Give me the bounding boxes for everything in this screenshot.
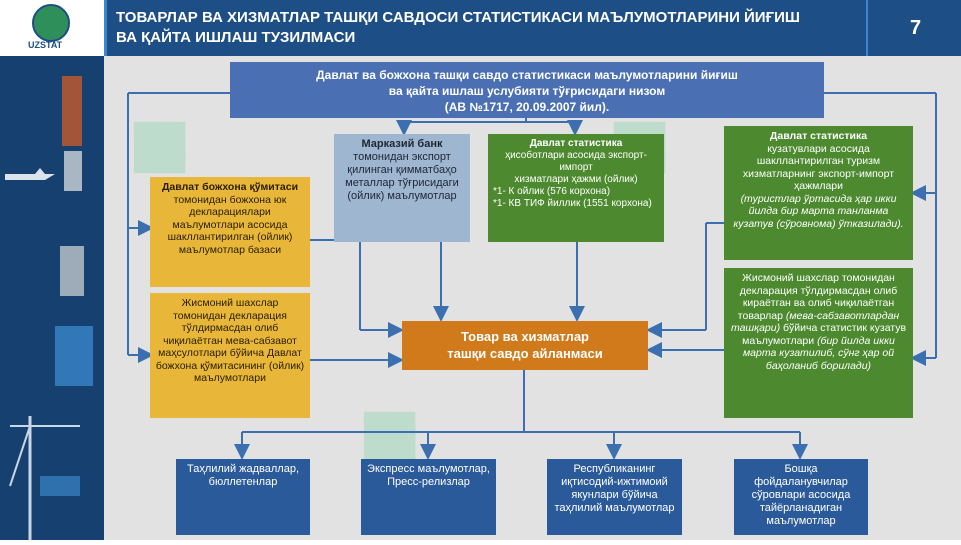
regulation-line-2: ва қайта ишлаш услубияти тўғрисидаги низ… [388,84,666,98]
trade-turnover-box: Товар ва хизматлар ташқи савдо айланмаси [402,321,648,370]
customs-box: Давлат божхона қўмитаси томонидан божхон… [150,177,310,287]
uzstat-logo: UZSTAT [0,0,107,56]
stat-reports-line-4: *1- КВ ТИФ йиллик (1551 корхона) [493,198,652,209]
output-label: Бошқа фойдаланувчилар сўровлари асосида … [751,463,851,527]
trade-turnover-line-2: ташқи савдо айланмаси [447,346,603,361]
output-label: Таҳлилий жадваллар, бюллетенлар [186,463,300,488]
regulation-box: Давлат ва божхона ташқи савдо статистика… [230,62,824,118]
output-box: Экспресс маълумотлар, Пресс-релизлар [361,459,496,535]
stat-tourism-text: кузатувлари асосида шакллантирилган тури… [742,142,895,193]
customs-text: томонидан божхона юк декларациялари маъл… [167,193,293,256]
header-bar [0,0,961,56]
individuals-customs-box: Жисмоний шахслар томонидан декларация тў… [150,293,310,418]
central-bank-title: Марказий банк [361,138,443,150]
stat-tourism-title: Давлат статистика [769,130,868,142]
output-label: Республиканинг иқтисодий-ижтимоий якунла… [554,463,675,514]
slide-title: ТОВАРЛАР ВА ХИЗМАТЛАР ТАШҚИ САВДОСИ СТАТ… [116,8,856,48]
individuals-customs-text: Жисмоний шахслар томонидан декларация тў… [155,297,305,384]
stat-tourism-box: Давлат статистика кузатувлари асосида ша… [724,126,913,260]
logo-emblem-icon [32,4,70,42]
output-box: Бошқа фойдаланувчилар сўровлари асосида … [734,459,868,535]
output-label: Экспресс маълумотлар, Пресс-релизлар [367,463,490,488]
regulation-line-3: (АВ №1717, 20.09.2007 йил). [444,100,610,114]
customs-title: Давлат божхона қўмитаси [161,181,299,193]
individuals-stat-note-1: (мева-сабзавотлардан ташқари) [730,309,900,335]
output-box: Таҳлилий жадваллар, бюллетенлар [176,459,310,535]
stat-reports-line-3: *1- К ойлик (576 корхона) [493,186,611,197]
stat-reports-line-2: хизматлари ҳажми (ойлик) [514,174,638,185]
individuals-stat-text-2: бўйича статистик кузатув маълумотлари [742,322,907,347]
stat-reports-box: Давлат статистика ҳисоботлари асосида эк… [488,134,664,242]
stat-reports-line-1: ҳисоботлари асосида экспорт-импорт [505,150,647,173]
regulation-line-1: Давлат ва божхона ташқи савдо статистика… [316,68,738,82]
logo-text: UZSTAT [28,40,63,50]
title-line-1: ТОВАРЛАР ВА ХИЗМАТЛАР ТАШҚИ САВДОСИ СТАТ… [116,9,800,26]
individuals-stat-text: Жисмоний шахслар томонидан декларация тў… [737,272,898,322]
output-box: Республиканинг иқтисодий-ижтимоий якунла… [547,459,682,535]
title-line-2: ВА ҚАЙТА ИШЛАШ ТУЗИЛМАСИ [116,29,356,46]
stat-tourism-note: (туристлар ўртасида ҳар икки йилда бир м… [733,192,904,230]
trade-turnover-line-1: Товар ва хизматлар [461,329,589,344]
central-bank-text: томонидан экспорт қилинган қимматбаҳо ме… [345,151,459,202]
central-bank-box: Марказий банк томонидан экспорт қилинган… [334,134,470,242]
logistics-illustration [5,76,93,540]
stat-reports-title: Давлат статистика [529,138,623,149]
left-decorative-strip [0,56,104,540]
individuals-stat-note-2: (бир йилда икки марта кузатилиб, сўнг ҳа… [742,334,895,372]
individuals-stat-box: Жисмоний шахслар томонидан декларация тў… [724,268,913,418]
page-number: 7 [866,0,961,56]
